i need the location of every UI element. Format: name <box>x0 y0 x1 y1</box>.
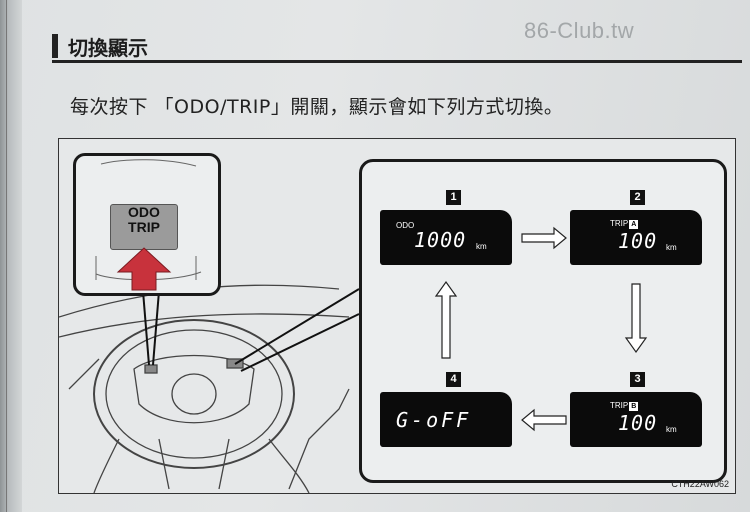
section-heading: 切換顯示 <box>52 30 742 63</box>
arrow-down-icon <box>624 283 648 354</box>
step-number: 3 <box>630 372 645 387</box>
arrow-up-icon <box>434 280 458 359</box>
odometer-display: ODO 1000 km <box>380 210 512 265</box>
press-arrow-icon <box>116 247 172 291</box>
button-label-trip: TRIP <box>128 219 160 235</box>
display-value: G-oFF <box>396 408 472 432</box>
display-unit: km <box>666 425 677 434</box>
display-unit: km <box>476 242 487 251</box>
heading-bar <box>52 34 58 58</box>
book-spine <box>0 0 22 512</box>
display-label: ODO <box>396 221 415 230</box>
arrow-left-icon <box>521 408 567 432</box>
display-unit: km <box>666 243 677 252</box>
arrow-right-icon <box>521 226 567 250</box>
watermark: 86-Club.tw <box>524 18 635 43</box>
step-number: 2 <box>630 190 645 205</box>
odo-trip-switch-callout: ODO TRIP <box>73 153 221 296</box>
display-value: 100 <box>618 411 658 435</box>
steering-wheel-drawing <box>59 284 360 493</box>
button-label-odo: ODO <box>128 204 160 220</box>
display-value: 1000 <box>414 228 467 252</box>
step-number: 4 <box>446 372 461 387</box>
g-off-display: G-oFF <box>380 392 512 447</box>
trip-b-badge: B <box>629 402 639 411</box>
section-title: 切換顯示 <box>68 36 148 60</box>
sequence-arrows <box>434 226 648 432</box>
odo-trip-button: ODO TRIP <box>110 204 178 250</box>
display-value: 100 <box>618 229 658 253</box>
figure-code: CTH22AW062 <box>671 479 729 489</box>
trip-a-badge: A <box>629 220 639 229</box>
step-number: 1 <box>446 190 461 205</box>
intro-text: 每次按下 「ODO/TRIP」開關，顯示會如下列方式切換。 <box>70 96 564 118</box>
